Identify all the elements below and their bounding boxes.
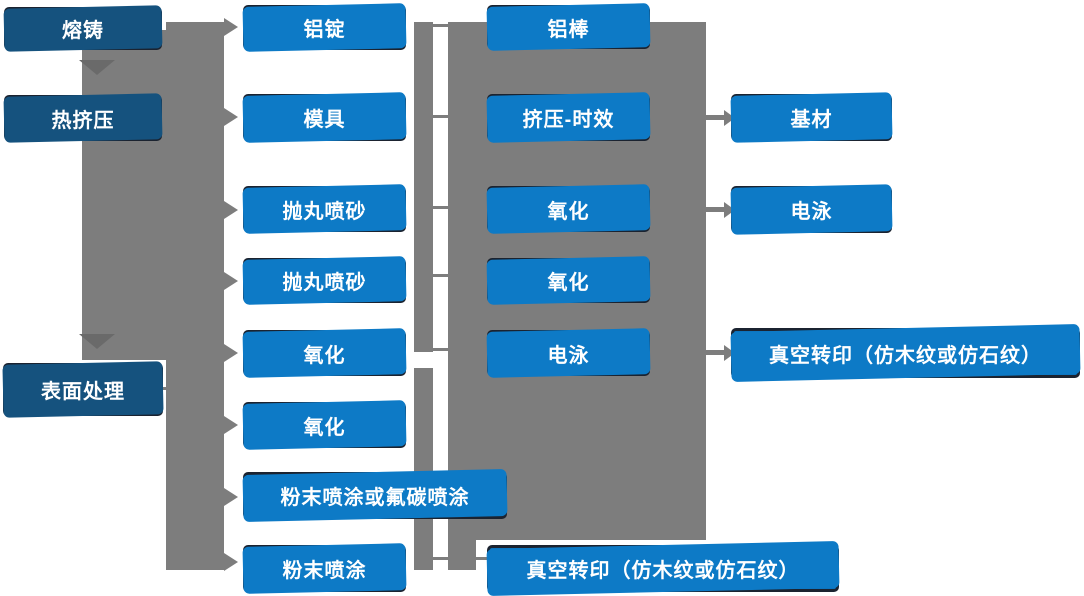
arrow-right-to-oxidation-2-icon — [224, 416, 238, 434]
node-electrophoresis-1: 电泳 — [487, 330, 650, 376]
arrow-right-to-substrate-icon — [724, 110, 735, 126]
surface-treatment-link-line — [162, 387, 175, 390]
node-vacuum-transfer-print-bottom: 真空转印（仿木纹或仿石纹） — [487, 545, 839, 592]
arrow-right-to-shot-blasting-1-icon — [224, 201, 238, 219]
arrow-down-extrusion-to-surface-icon — [79, 334, 115, 349]
process-b-block-foot — [448, 540, 476, 570]
node-melting-casting: 熔铸 — [4, 7, 162, 50]
node-substrate: 基材 — [731, 94, 892, 141]
node-powder-coating: 粉末喷涂 — [243, 545, 406, 592]
node-powder-or-fluorocarbon-coating: 粉末喷涂或氟碳喷涂 — [243, 472, 507, 519]
arrow-right-to-powder-coating-icon — [224, 553, 238, 571]
arrow-right-to-powder-fluorocarbon-icon — [224, 488, 238, 506]
node-surface-treatment: 表面处理 — [3, 363, 163, 416]
node-vacuum-transfer-print-right: 真空转印（仿木纹或仿石纹） — [731, 328, 1080, 378]
main-trunk-connector — [166, 22, 224, 570]
arrow-right-to-mold-icon — [224, 108, 238, 126]
arrow-right-to-oxidation-1-icon — [224, 344, 238, 362]
node-shot-blasting-2: 抛丸喷砂 — [243, 258, 406, 303]
node-hot-extrusion: 热挤压 — [4, 95, 162, 141]
node-electrophoresis-2: 电泳 — [731, 186, 892, 233]
cross-link-row1 — [432, 24, 449, 27]
node-oxidation-4: 氧化 — [487, 258, 650, 303]
node-oxidation-2: 氧化 — [243, 402, 406, 448]
node-mold: 模具 — [243, 94, 406, 141]
arrow-right-to-shot-blasting-2-icon — [224, 272, 238, 290]
arrow-down-melting-to-extrusion-icon — [79, 60, 115, 75]
arrow-right-to-electrophoresis-icon — [724, 202, 735, 218]
stem-extrusion-aging-to-substrate — [705, 115, 724, 120]
node-aluminum-rod: 铝棒 — [487, 5, 650, 49]
cross-link-row5 — [432, 348, 449, 351]
stem-electrophoresis-to-vacuum-print — [705, 350, 724, 355]
arrow-right-to-aluminum-ingot-icon — [224, 18, 238, 36]
node-shot-blasting-1: 抛丸喷砂 — [243, 186, 406, 232]
node-aluminum-ingot: 铝锭 — [243, 5, 406, 50]
stem-oxidation-to-electrophoresis — [705, 207, 724, 212]
node-oxidation-1: 氧化 — [243, 330, 406, 376]
process-a-chain-bar-upper — [414, 22, 433, 352]
node-extrusion-aging: 挤压-时效 — [487, 94, 650, 141]
node-oxidation-3: 氧化 — [487, 186, 650, 232]
process-a-chain-bar-lower — [414, 368, 433, 570]
cross-link-row4 — [432, 274, 449, 277]
cross-link-row3 — [432, 206, 449, 209]
cross-link-row2 — [432, 115, 449, 118]
arrow-right-to-vacuum-print-icon — [724, 345, 735, 361]
